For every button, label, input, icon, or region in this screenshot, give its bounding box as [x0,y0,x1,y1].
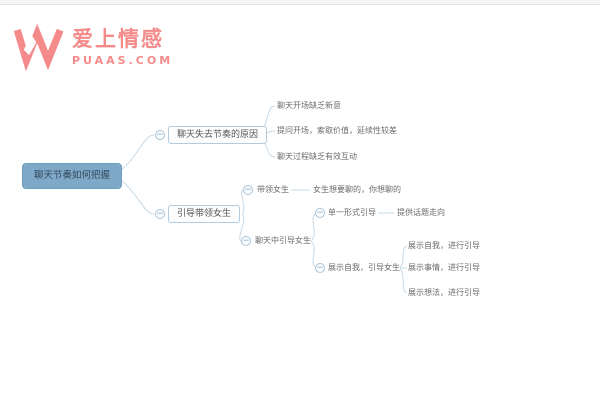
top-bar [0,0,600,5]
site-logo: 爱上情感 PUAAS.COM [12,22,173,72]
mindmap-leaf-node[interactable]: 展示事情，进行引导 [408,263,480,272]
mindmap-leaf-node[interactable]: 展示想法，进行引导 [408,288,480,297]
logo-text: 爱上情感 PUAAS.COM [72,27,173,67]
collapse-icon[interactable]: − [155,209,165,219]
mindmap-leaf-node[interactable]: 展示自我，进行引导 [408,241,480,250]
mindmap-root-node[interactable]: 聊天节奏如何把握 [22,163,122,189]
mindmap-leaf-node[interactable]: 聊天开场缺乏新意 [277,101,341,110]
mindmap-leaf-node[interactable]: 聊天过程缺乏有效互动 [277,152,357,161]
mindmap-leaf-node[interactable]: 女生想要聊的，你想聊的 [313,185,401,194]
collapse-icon[interactable]: − [315,208,325,218]
mindmap-branch-node-guide[interactable]: 引导带领女生 [168,205,241,223]
mindmap-subnode-single-form[interactable]: 单一形式引导 [328,208,376,217]
mindmap-subnode-guide-in-chat[interactable]: 聊天中引导女生 [255,236,311,245]
collapse-icon[interactable]: − [241,236,251,246]
logo-mark-icon [13,23,64,72]
mindmap-branch-node-reasons[interactable]: 聊天失去节奏的原因 [168,126,268,144]
collapse-icon[interactable]: − [243,185,253,195]
logo-title: 爱上情感 [72,27,164,51]
mindmap-subnode-lead-girls[interactable]: 带领女生 [257,185,289,194]
collapse-icon[interactable]: − [155,130,165,140]
mindmap-subnode-show-self[interactable]: 展示自我，引导女生 [328,263,400,272]
mindmap-leaf-node[interactable]: 提供话题走向 [397,208,445,217]
mindmap-leaf-node[interactable]: 提问开场，索取价值，延续性较差 [277,126,397,135]
logo-subtitle: PUAAS.COM [72,54,174,67]
collapse-icon[interactable]: − [315,263,325,273]
